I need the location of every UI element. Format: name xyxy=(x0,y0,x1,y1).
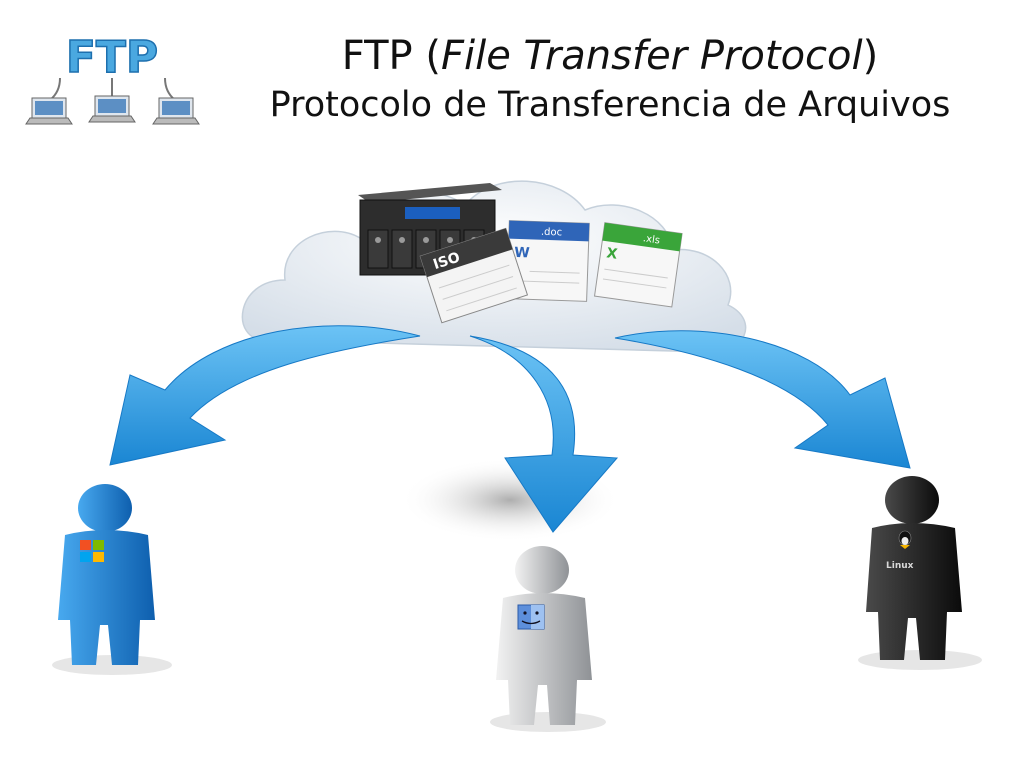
svg-text:.doc: .doc xyxy=(541,227,563,239)
page-title: FTP (File Transfer Protocol) xyxy=(341,33,879,79)
arrow-left xyxy=(109,325,421,466)
windows-user-figure xyxy=(52,484,172,675)
windows-logo-icon xyxy=(80,540,104,562)
svg-text:X: X xyxy=(605,245,618,262)
xls-file-icon: .xls X xyxy=(593,222,683,308)
tux-icon xyxy=(898,530,912,549)
page-subtitle: Protocolo de Transferencia de Arquivos xyxy=(269,85,951,125)
laptop-icon-center xyxy=(88,95,136,123)
linux-user-figure: Linux xyxy=(858,476,982,670)
title-block: FTP (File Transfer Protocol) Protocolo d… xyxy=(210,30,1010,128)
iso-file-icon: ISO xyxy=(419,227,529,324)
linux-badge-text: Linux xyxy=(886,561,914,571)
mac-finder-icon xyxy=(517,604,545,630)
svg-text:.xls: .xls xyxy=(642,233,660,246)
mac-user-figure xyxy=(490,546,606,732)
laptop-icon-left xyxy=(25,97,73,125)
arrow-center xyxy=(469,335,619,533)
svg-text:W: W xyxy=(514,245,530,262)
ftp-logo: FTP xyxy=(25,31,200,125)
laptop-icon-right xyxy=(152,97,200,125)
doc-file-icon: .doc W xyxy=(506,220,590,302)
ftp-logo-text: FTP xyxy=(66,32,158,83)
arrow-right xyxy=(614,330,911,469)
